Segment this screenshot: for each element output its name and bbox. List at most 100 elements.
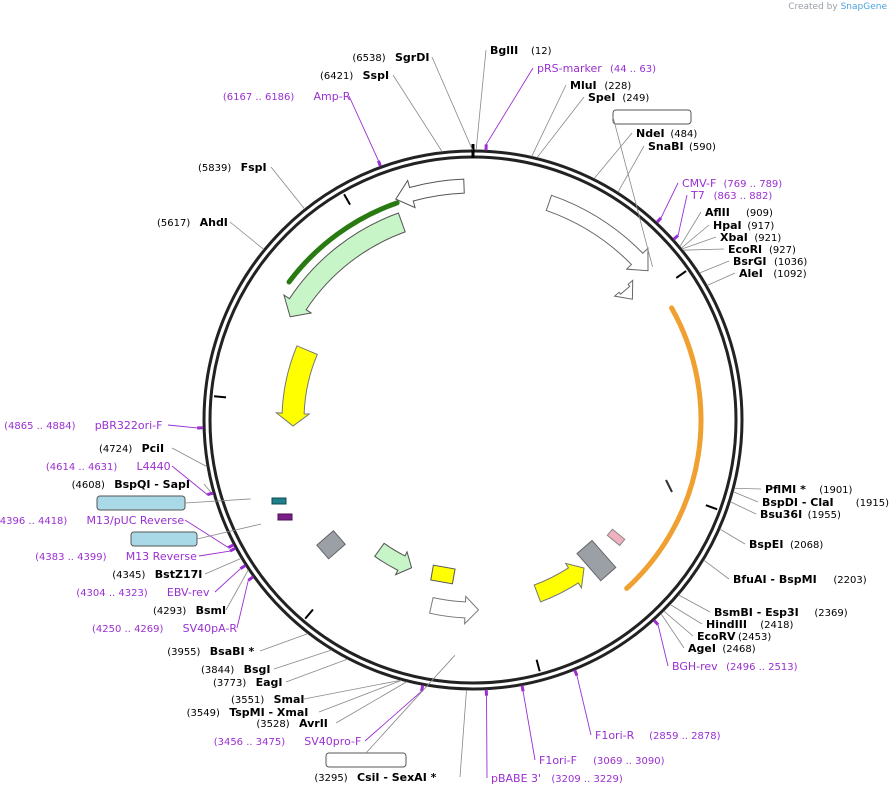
enzyme-position: (1955) <box>808 510 841 521</box>
primer-range: (4865 .. 4884) <box>4 421 76 432</box>
primer-leader <box>660 182 679 219</box>
boxed-feature-frame <box>130 531 198 547</box>
snapgene-credit: Created by SnapGene <box>788 2 887 12</box>
enzyme-site: (4345)BstZ17I <box>112 568 202 581</box>
enzyme-site: (2203)BfuAI - BspMI <box>733 573 867 586</box>
enzyme-site: (3955) BsaBI * <box>167 645 254 658</box>
primer-mark <box>652 619 660 626</box>
enzyme-position: (4293) <box>153 606 186 617</box>
enzyme-leader <box>531 84 567 157</box>
enzyme-site: (909) AflII <box>705 206 773 219</box>
enzyme-position: (927) <box>769 245 796 256</box>
enzyme-position: (3955) <box>167 647 200 658</box>
enzyme-position: (909) <box>746 208 773 219</box>
primer-mark <box>573 669 579 677</box>
enzyme-site: (2468)AgeI <box>688 642 756 655</box>
enzyme-name: BspEI <box>749 538 783 551</box>
enzyme-position: (1901) <box>819 485 852 496</box>
primer-mark <box>520 685 525 692</box>
primer-name: SV40pA-R <box>183 622 238 635</box>
enzyme-name: SspI <box>363 69 389 82</box>
enzyme-name: AleI <box>739 267 763 280</box>
enzyme-leader <box>259 633 309 652</box>
enzyme-name: EagI <box>256 676 283 689</box>
primer-name: Amp-R <box>314 90 351 103</box>
flag-block <box>606 528 626 547</box>
enzyme-position: (2468) <box>722 644 755 655</box>
enzyme-name: HindIII <box>706 618 747 631</box>
enzyme-site: (1036)BsrGI <box>733 255 807 268</box>
enzyme-leader <box>475 49 487 151</box>
primer-name: L4440 <box>137 460 171 473</box>
enzyme-leader <box>335 681 407 724</box>
enzyme-position: (3551) <box>231 695 264 706</box>
primer-name: CMV-F <box>682 177 716 190</box>
primer-site: pRS-marker(44 .. 63) <box>537 62 656 75</box>
enzyme-name: HpaI <box>713 219 742 232</box>
enzyme-name: BsgI <box>244 663 271 676</box>
enzyme-leader <box>681 224 710 249</box>
primer-site: SV40pro-F(3456 .. 3475) <box>214 735 362 748</box>
enzyme-name: AvrII <box>299 717 328 730</box>
enzyme-name: BsmI <box>196 604 227 617</box>
primer-range: (769 .. 789) <box>724 179 783 190</box>
enzyme-site: (1901)PflMI * <box>765 483 853 496</box>
enzyme-name: AflII <box>705 206 730 219</box>
enzyme-name: SpeI <box>588 91 615 104</box>
primer-name: F1ori-R <box>595 729 635 742</box>
enzyme-name: BspQI - SapI <box>114 478 190 491</box>
enzyme-position: (3528) <box>256 719 289 730</box>
enzyme-name: BglII <box>490 44 518 57</box>
enzyme-site: (590)SnaBI <box>648 140 716 153</box>
enzyme-site: (2369)BsmBI - Esp3I <box>714 606 848 619</box>
enzyme-leader <box>617 145 645 193</box>
enzyme-site: (1092) AleI <box>739 267 807 280</box>
enzyme-site: (3844)BsgI <box>201 663 271 676</box>
primer-leader <box>485 67 534 145</box>
enzyme-site: (4293) BsmI <box>153 604 226 617</box>
primer-name: SV40pro-F <box>304 735 361 748</box>
primer-mark <box>420 684 425 692</box>
enzyme-position: (4345) <box>112 570 145 581</box>
primer-site: Amp-R (6167 .. 6186) <box>223 90 351 103</box>
boxed-feature-leader <box>365 655 456 754</box>
primer-range: (6167 .. 6186) <box>223 92 295 103</box>
enzyme-name: EcoRI <box>728 243 762 256</box>
enzyme-position: (590) <box>689 142 716 153</box>
enzyme-site: (2418)HindIII <box>706 618 794 631</box>
boxed-feature-leader <box>612 116 653 267</box>
primer-name: pBR322ori-F <box>95 419 163 432</box>
enzyme-leader <box>225 569 249 611</box>
primer-site: pBABE 3'(3209 .. 3229) <box>491 772 623 785</box>
cap-site-block <box>271 497 287 505</box>
enzyme-site: (3295)CsiI - SexAI * <box>314 771 436 784</box>
enzyme-site: (4608)BspQI - SapI <box>72 478 190 491</box>
enzyme-site: (3549)TspMI - XmaI <box>187 706 309 719</box>
enzyme-leader <box>678 594 711 613</box>
enzyme-position: (4724) <box>99 444 132 455</box>
enzyme-position: (3295) <box>314 773 347 784</box>
enzyme-site: (3528) AvrII <box>256 717 328 730</box>
enzyme-position: (921) <box>754 233 781 244</box>
primer-mark <box>377 160 382 167</box>
tick-mark <box>304 608 314 620</box>
enzyme-leader <box>719 528 746 545</box>
enzyme-position: (1092) <box>773 269 806 280</box>
primer-site: M13/pUC Reverse(4396 .. 4418) <box>0 514 184 527</box>
primer-leader <box>167 424 198 429</box>
enzyme-position: (2369) <box>814 608 847 619</box>
primer-name: BGH-rev <box>672 660 718 673</box>
enzyme-leader <box>171 447 208 468</box>
enzyme-position: (2068) <box>790 540 823 551</box>
primer-range: (863 .. 882) <box>714 191 773 202</box>
primer-mark <box>239 564 247 570</box>
primer-site: F1ori-F(3069 .. 3090) <box>539 754 665 767</box>
primer-leader <box>198 550 231 557</box>
sv40-ori-block <box>430 564 456 585</box>
enzyme-name: BsaBI * <box>210 645 255 658</box>
enzyme-position: (2203) <box>833 575 866 586</box>
primer-site: CMV-F (769 .. 789) <box>682 177 782 190</box>
primer-range: (4250 .. 4269) <box>92 624 164 635</box>
